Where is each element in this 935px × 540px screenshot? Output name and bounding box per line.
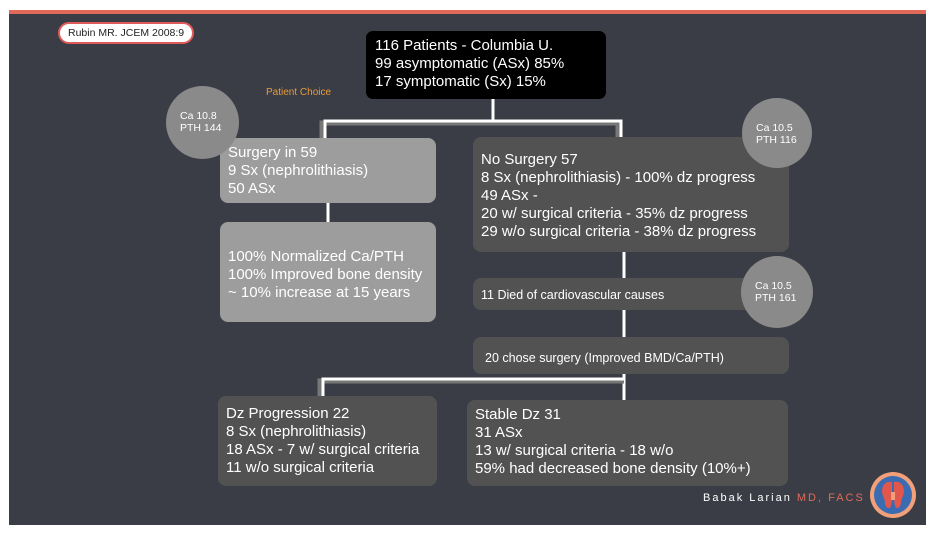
chose-surgery-box: 20 chose surgery (Improved BMD/Ca/PTH) [473, 337, 789, 374]
no-surgery-line: 29 w/o surgical criteria - 38% dz progre… [481, 223, 757, 240]
presenter-credentials: MD, FACS [796, 492, 865, 504]
circle-line: PTH 116 [756, 134, 797, 146]
surgery-box: Surgery in 59 9 Sx (nephrolithiasis) 50 … [220, 138, 436, 203]
dz-progression-box: Dz Progression 22 8 Sx (nephrolithiasis)… [218, 396, 437, 486]
circle-line: PTH 161 [755, 292, 797, 304]
stable-dz-line: 31 ASx [475, 424, 523, 441]
died-cardiovascular-box: 11 Died of cardiovascular causes [473, 278, 789, 310]
lab-values-circle-left: Ca 10.8 PTH 144 [166, 86, 239, 159]
outcome-line: 100% Improved bone density [228, 266, 423, 283]
presenter-credit: Babak Larian MD, FACS [703, 492, 865, 504]
dz-progression-line: 8 Sx (nephrolithiasis) [226, 423, 367, 440]
thyroid-logo-icon [870, 472, 916, 518]
died-label: 11 Died of cardiovascular causes [481, 288, 665, 302]
root-line: 99 asymptomatic (ASx) 85% [375, 55, 565, 72]
citation-badge: Rubin MR. JCEM 2008:9 [58, 22, 195, 44]
presenter-name: Babak Larian [703, 492, 792, 504]
circle-line: PTH 144 [180, 122, 222, 134]
no-surgery-line: 20 w/ surgical criteria - 35% dz progres… [481, 205, 748, 222]
stable-dz-box: Stable Dz 31 31 ASx 13 w/ surgical crite… [467, 400, 788, 486]
surgery-outcome-box: 100% Normalized Ca/PTH 100% Improved bon… [220, 222, 436, 322]
dz-progression-line: 18 ASx - 7 w/ surgical criteria [226, 441, 420, 458]
surgery-line: Surgery in 59 [228, 144, 318, 161]
no-surgery-box: No Surgery 57 8 Sx (nephrolithiasis) - 1… [473, 137, 789, 252]
root-line: 17 symptomatic (Sx) 15% [375, 73, 546, 90]
chose-surgery-label: 20 chose surgery (Improved BMD/Ca/PTH) [485, 351, 724, 365]
stable-dz-line: 59% had decreased bone density (10%+) [475, 460, 751, 477]
no-surgery-line: 49 ASx - [481, 187, 538, 204]
stable-dz-line: Stable Dz 31 [475, 406, 561, 423]
outcome-line: 100% Normalized Ca/PTH [228, 248, 404, 265]
surgery-line: 9 Sx (nephrolithiasis) [228, 162, 369, 179]
circle-line: Ca 10.5 [756, 122, 793, 134]
dz-progression-line: 11 w/o surgical criteria [226, 459, 375, 476]
no-surgery-line: No Surgery 57 [481, 151, 578, 168]
slide-accent-bar [9, 10, 926, 14]
patient-choice-label: Patient Choice [266, 87, 332, 98]
outcome-line: ~ 10% increase at 15 years [228, 284, 411, 301]
no-surgery-line: 8 Sx (nephrolithiasis) - 100% dz progres… [481, 169, 756, 186]
surgery-line: 50 ASx [228, 180, 276, 197]
dz-progression-line: Dz Progression 22 [226, 405, 350, 422]
circle-line: Ca 10.8 [180, 110, 217, 122]
circle-line: Ca 10.5 [755, 280, 792, 292]
stable-dz-line: 13 w/ surgical criteria - 18 w/o [475, 442, 674, 459]
lab-values-circle-right-top: Ca 10.5 PTH 116 [742, 98, 812, 168]
root-line: 116 Patients - Columbia U. [375, 37, 554, 54]
lab-values-circle-right-mid: Ca 10.5 PTH 161 [741, 256, 813, 328]
root-patients-box: 116 Patients - Columbia U. 99 asymptomat… [366, 31, 606, 99]
